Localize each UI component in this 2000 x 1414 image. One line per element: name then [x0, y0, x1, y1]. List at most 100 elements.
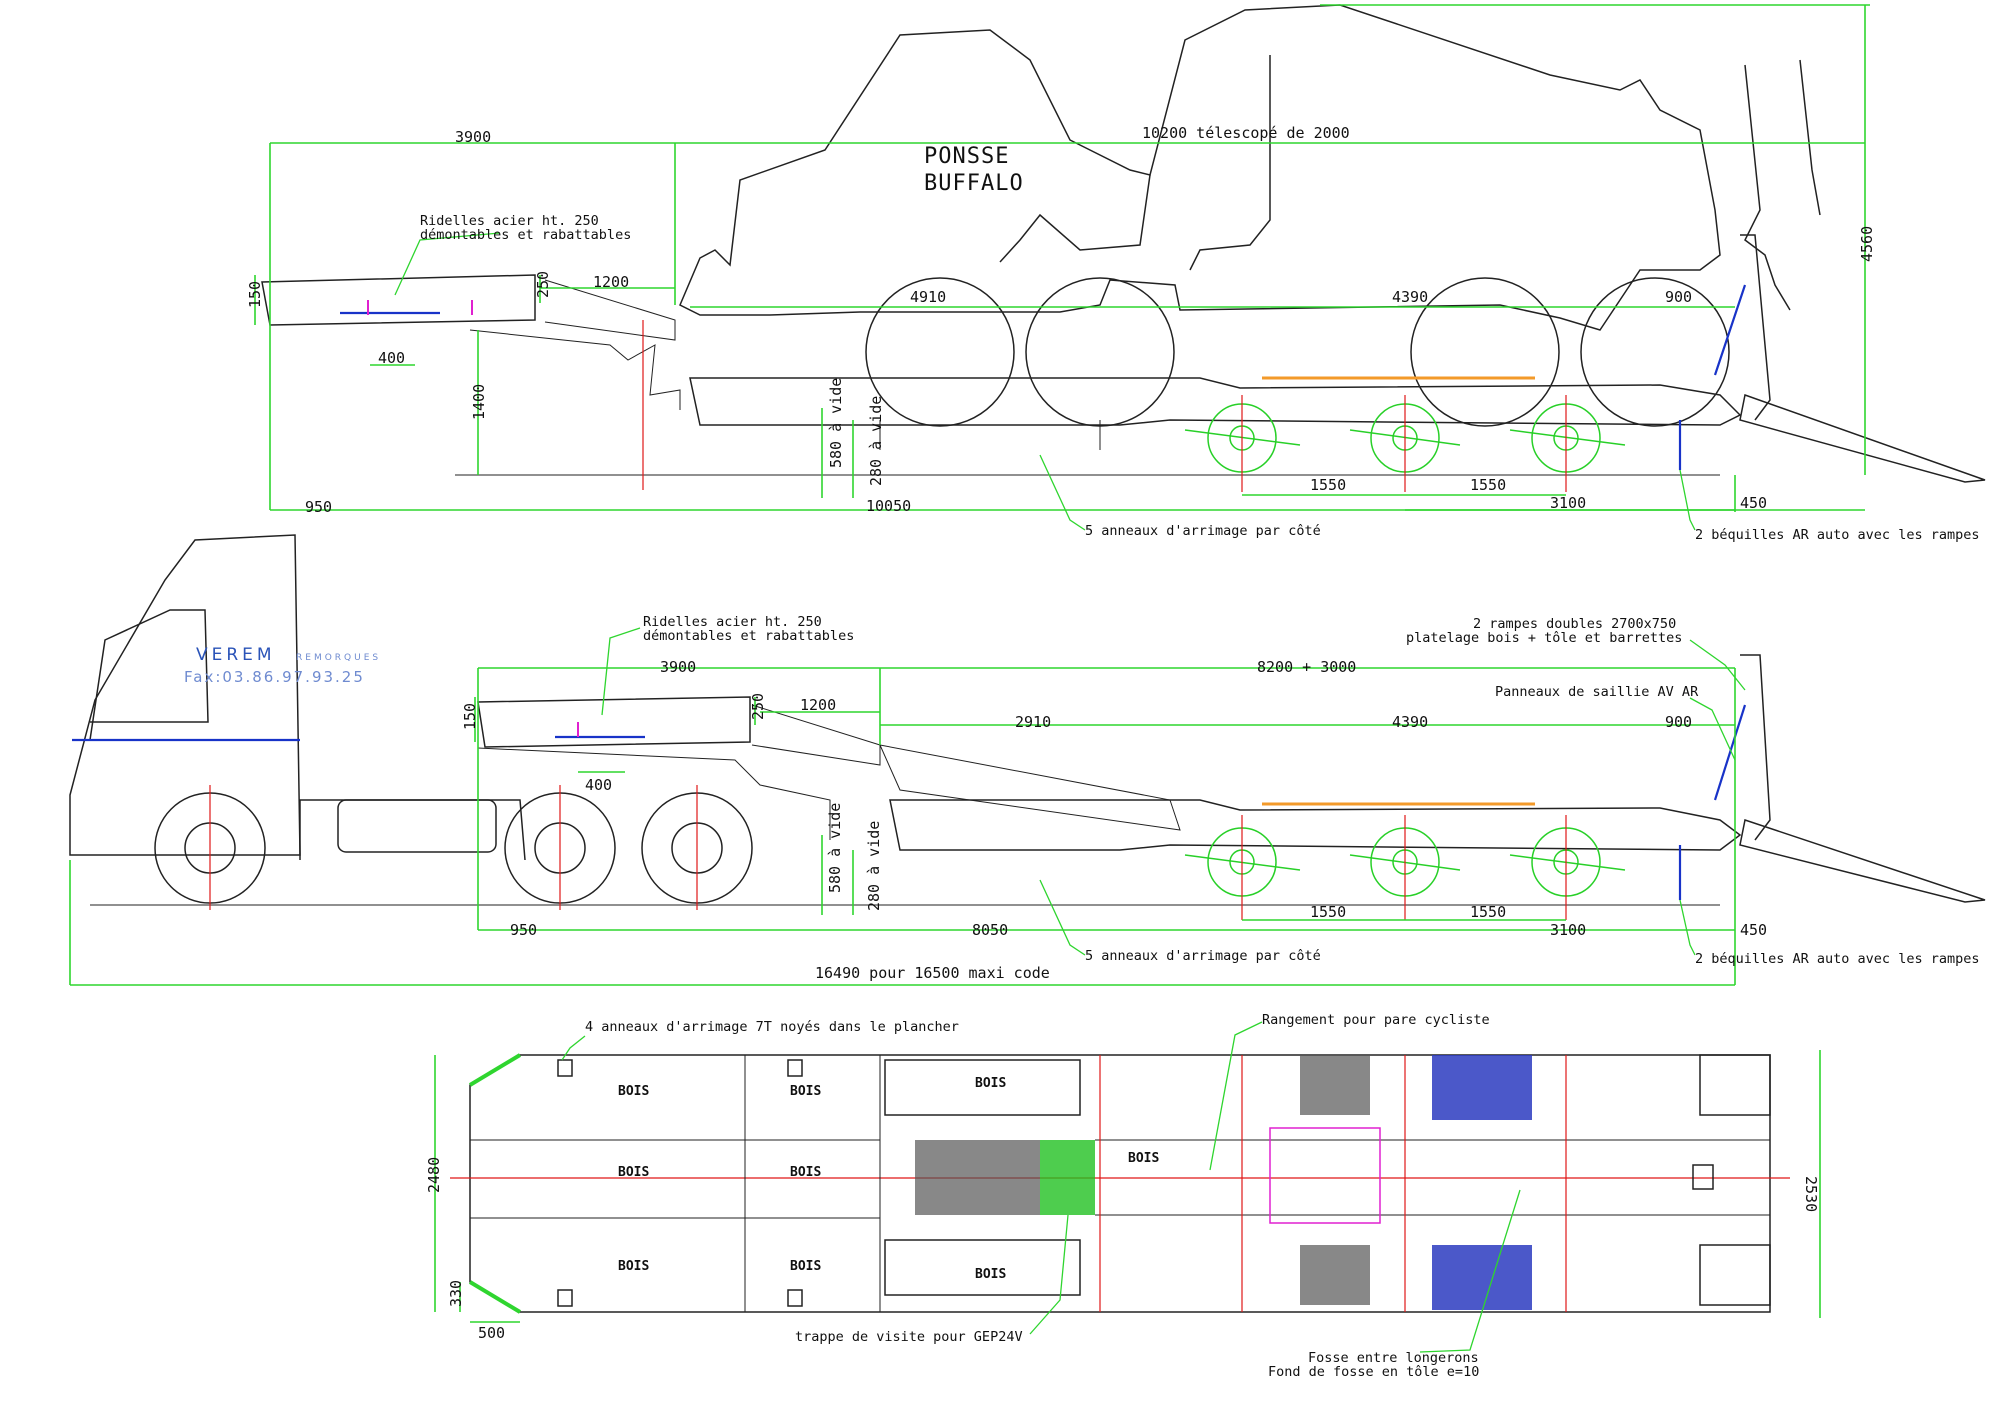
dim-empty-b: 280 à vide — [867, 396, 885, 486]
rear-ramp — [1739, 819, 1986, 903]
trailer-outline-top — [469, 1054, 1771, 1313]
ramp-cylinder — [1713, 284, 1747, 376]
gooseneck-deck — [261, 274, 536, 326]
rear-ramp-raised — [1740, 654, 1771, 841]
dim-deck-length: 8050 — [972, 921, 1008, 939]
dim-axle-pos: 4910 — [910, 288, 946, 306]
leader-sides — [601, 627, 641, 716]
bois-label: BOIS — [975, 1267, 1006, 1282]
dim-rear: 900 — [1665, 713, 1692, 731]
truck-cab — [69, 534, 301, 856]
dim-axle-spacing-1: 1550 — [1310, 476, 1346, 494]
forwarder-wheel — [1025, 277, 1175, 427]
note-sides-line2: démontables et rabattables — [420, 227, 631, 243]
note-sides-line1: Ridelles acier ht. 250 — [420, 213, 599, 229]
note-ramps-line1: 2 rampes doubles 2700x750 — [1473, 616, 1676, 632]
dim-overall: 16490 pour 16500 maxi code — [815, 964, 1050, 982]
note-sides-line2: démontables et rabattables — [643, 628, 854, 644]
dim-gooseneck: 3900 — [455, 128, 491, 146]
dim-king-pin: 400 — [378, 349, 405, 367]
dim-corner-h: 330 — [447, 1280, 465, 1307]
dim-corner-w: 500 — [478, 1324, 505, 1342]
leader-hatch — [1029, 1214, 1069, 1335]
bois-label: BOIS — [618, 1165, 649, 1180]
dim-axle-spacing-1: 1550 — [1310, 903, 1346, 921]
leader-pit — [1419, 1189, 1521, 1353]
leader-ramps — [1689, 639, 1746, 691]
pit-dark — [1300, 1055, 1370, 1115]
bois-label: BOIS — [790, 1084, 821, 1099]
forwarder-wheel — [865, 277, 1015, 427]
dim-axle-pos: 2910 — [1015, 713, 1051, 731]
pit-blue — [1432, 1245, 1532, 1310]
forwarder-outline — [679, 4, 1721, 331]
note-hatch: trappe de visite pour GEP24V — [795, 1329, 1023, 1345]
deck-panel — [884, 1059, 1081, 1116]
brand-sub: REMORQUES — [296, 653, 381, 663]
deck-panel — [884, 1239, 1081, 1296]
rear-ramp — [1739, 394, 1986, 483]
dim-empty-a: 580 à vide — [826, 803, 844, 893]
brand-name: VEREM — [196, 645, 276, 665]
dim-width-rear: 2530 — [1802, 1176, 1820, 1212]
leader-storage — [1209, 1021, 1263, 1171]
leader-panels — [1689, 697, 1736, 761]
note-pit-line1: Fosse entre longerons — [1308, 1350, 1479, 1366]
dim-gooseneck: 3900 — [660, 658, 696, 676]
dim-axle-spacing-2: 1550 — [1470, 903, 1506, 921]
rear-ramp-raised — [1740, 234, 1771, 421]
top-view: BOIS BOIS BOIS BOIS BOIS BOIS BOIS BOIS … — [425, 1012, 1821, 1380]
dim-axle-group: 4390 — [1392, 713, 1428, 731]
dim-rear: 900 — [1665, 288, 1692, 306]
dim-deck-length: 10050 — [866, 497, 911, 515]
forwarder-grapple — [1799, 59, 1821, 216]
note-ramps: 2 rampes doubles 2700x750 platelage bois… — [1406, 616, 1684, 646]
ramp-cylinder — [1713, 704, 1747, 801]
tie-ring-recess — [557, 1289, 573, 1307]
neck-underside — [477, 747, 831, 840]
bois-label: BOIS — [618, 1259, 649, 1274]
tie-ring-recess — [787, 1059, 803, 1077]
dim-rear-overhang: 450 — [1740, 494, 1767, 512]
note-pit: Fosse entre longerons Fond de fosse en t… — [1268, 1350, 1487, 1380]
gooseneck-deck — [477, 696, 751, 748]
note-tie-rings: 4 anneaux d'arrimage 7T noyés dans le pl… — [585, 1019, 959, 1035]
bois-label: BOIS — [975, 1076, 1006, 1091]
forwarder-wheel — [1580, 277, 1730, 427]
hatch-dark — [915, 1140, 1040, 1215]
note-rings: 5 anneaux d'arrimage par côté — [1085, 523, 1321, 539]
gooseneck-ramp — [751, 704, 881, 766]
dim-side-board: 250 — [534, 271, 552, 298]
forwarder-cab — [999, 174, 1151, 263]
dim-deck-total: 10200 télescopé de 2000 — [1142, 124, 1350, 142]
side-view-loaded: PONSSE BUFFALO — [246, 4, 1986, 543]
dim-rear-overhang: 450 — [1740, 921, 1767, 939]
bois-label: BOIS — [790, 1259, 821, 1274]
storage-compartment — [1269, 1127, 1381, 1224]
bois-label: BOIS — [618, 1084, 649, 1099]
dim-axle-spacing-2: 1550 — [1470, 476, 1506, 494]
dim-side-board: 250 — [749, 693, 767, 720]
note-panels: Panneaux de saillie AV AR — [1495, 684, 1699, 700]
ramp-top — [1699, 1054, 1771, 1116]
leader-props — [1679, 469, 1696, 531]
dim-side-height: 150 — [246, 281, 264, 308]
truck-fuel-tank — [337, 799, 497, 853]
combo-view: VEREM REMORQUES Fax:03.86.97.93.25 — [69, 534, 1986, 986]
pit-blue — [1432, 1055, 1532, 1120]
dim-empty-b: 280 à vide — [865, 821, 883, 911]
load-label-line2: BUFFALO — [924, 171, 1024, 196]
dim-front-overhang: 950 — [305, 498, 332, 516]
leader-props — [1679, 899, 1696, 956]
neck-position — [879, 744, 1181, 831]
dim-neck-ramp: 1200 — [800, 696, 836, 714]
leader-rings — [1039, 454, 1086, 531]
tie-ring-recess — [787, 1289, 803, 1307]
note-ramps-line2: platelage bois + tôle et barrettes — [1406, 630, 1682, 646]
note-storage: Rangement pour pare cycliste — [1262, 1012, 1490, 1028]
dim-rear-axle: 3100 — [1550, 921, 1586, 939]
forwarder-boom — [1744, 64, 1791, 311]
rear-hitch — [1692, 1164, 1714, 1190]
dim-deck-total: 8200 + 3000 — [1257, 658, 1356, 676]
forwarder-wheel — [1410, 277, 1560, 427]
